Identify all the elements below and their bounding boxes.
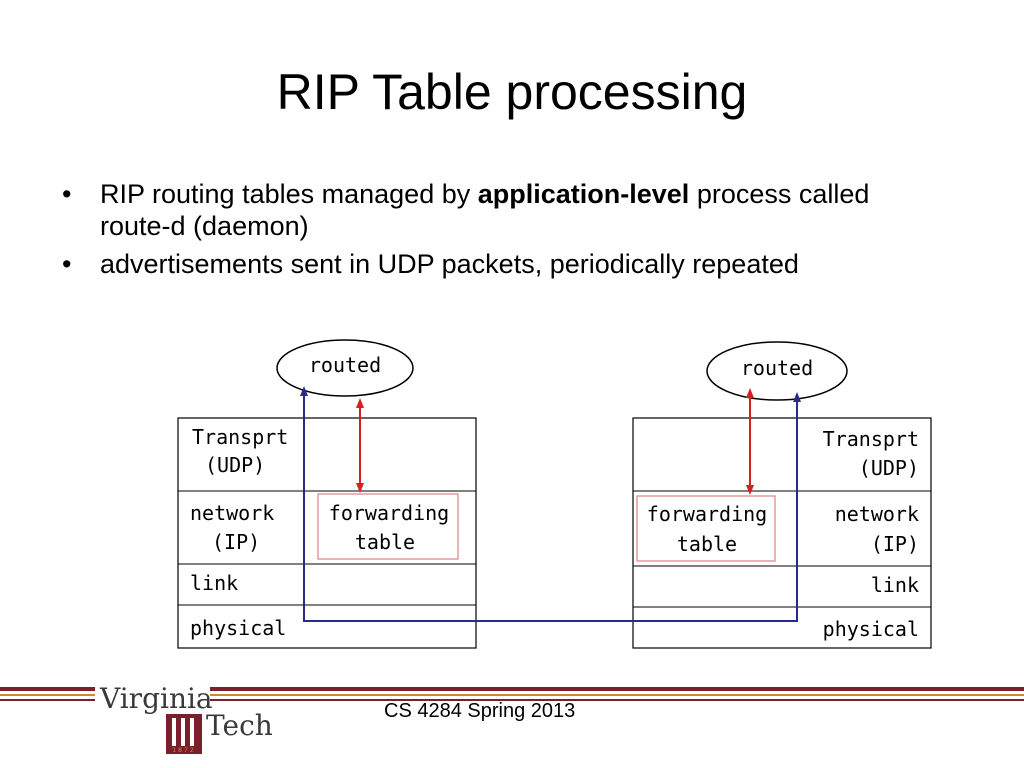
- left-transport-label: Transprt: [192, 425, 288, 449]
- left-physical-label: physical: [190, 616, 286, 640]
- bullet-text-1: RIP routing tables managed by: [100, 179, 478, 209]
- left-table-label: table: [355, 530, 415, 554]
- right-network-sub: (IP): [871, 532, 919, 556]
- bullet-item: • RIP routing tables managed by applicat…: [62, 178, 902, 242]
- logo-virginia-text: Virginia: [99, 682, 213, 715]
- right-routed-label: routed: [741, 356, 813, 380]
- slide-title: RIP Table processing: [276, 64, 748, 120]
- left-network-label: network: [190, 501, 274, 525]
- virginia-tech-logo: Virginia 1872 Tech: [99, 682, 273, 754]
- right-forwarding-table-box: [636, 495, 776, 562]
- left-network-sub: (IP): [212, 530, 260, 554]
- udp-advertisement-path: [300, 386, 801, 622]
- right-transport-sub: (UDP): [859, 456, 919, 480]
- right-host-stack: routed Transprt (UDP) network (IP) forwa…: [632, 341, 932, 649]
- bullet-bold-1: application-level: [477, 179, 690, 209]
- bullet-item: • advertisements sent in UDP packets, pe…: [62, 248, 902, 280]
- right-table-label: table: [677, 532, 737, 556]
- left-forwarding-label: forwarding: [329, 501, 449, 525]
- left-transport-sub: (UDP): [205, 453, 265, 477]
- logo-year-text: 1872: [172, 747, 195, 754]
- right-forwarding-label: forwarding: [647, 502, 767, 526]
- right-transport-label: Transprt: [823, 427, 919, 451]
- logo-tech-text: Tech: [206, 709, 273, 742]
- right-network-label: network: [835, 502, 919, 526]
- bullet-dot: •: [62, 249, 72, 279]
- right-link-label: link: [871, 573, 919, 597]
- left-routed-label: routed: [309, 353, 381, 377]
- right-physical-label: physical: [823, 617, 919, 641]
- left-host-stack: routed Transprt (UDP) network (IP) forwa…: [177, 339, 477, 649]
- footer-course-label: CS 4284 Spring 2013: [384, 700, 576, 722]
- footer-rules: [0, 687, 1024, 701]
- bullet-list: • RIP routing tables managed by applicat…: [62, 178, 902, 286]
- bullet-dot: •: [62, 179, 72, 209]
- left-link-label: link: [190, 571, 238, 595]
- left-forwarding-table-box: [317, 493, 459, 560]
- bullet-text-1b: process called route-d (daemon): [100, 179, 870, 241]
- bullet-text-2: advertisements sent in UDP packets, peri…: [100, 249, 799, 279]
